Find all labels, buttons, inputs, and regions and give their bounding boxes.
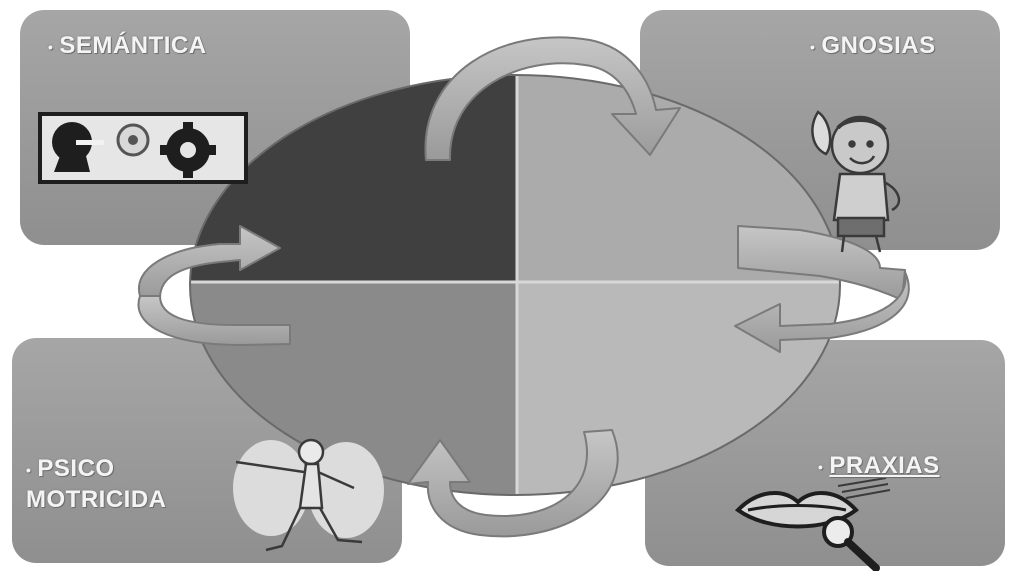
label-psico-line1: PSICO	[37, 455, 114, 482]
label-semantica: • SEMÁNTICA	[48, 32, 207, 60]
head-gears-icon	[38, 112, 248, 184]
bullet-marker: •	[26, 462, 31, 478]
label-psico-line2: MOTRICIDA	[26, 486, 166, 513]
label-psicomotricidad: • PSICO MOTRICIDA	[26, 454, 166, 515]
label-gnosias: • GNOSIAS	[810, 32, 936, 60]
label-gnosias-text: GNOSIAS	[821, 32, 935, 59]
label-praxias-text: PRAXIAS	[829, 452, 939, 479]
label-semantica-text: SEMÁNTICA	[59, 32, 206, 59]
bullet-marker: •	[48, 39, 53, 55]
label-praxias: • PRAXIAS	[818, 452, 940, 480]
bullet-marker: •	[818, 459, 823, 475]
bullet-marker: •	[810, 39, 815, 55]
